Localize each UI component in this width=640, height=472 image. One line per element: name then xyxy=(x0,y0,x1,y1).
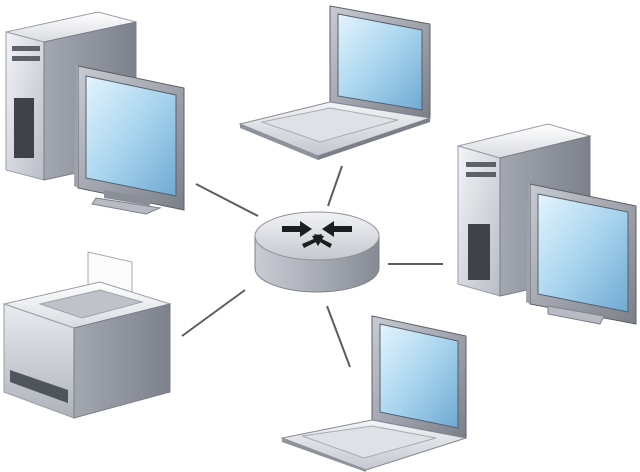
router-icon xyxy=(255,212,379,292)
laptop-icon xyxy=(282,316,466,472)
link-printer-left xyxy=(182,290,245,336)
desktop-computer-icon xyxy=(458,124,636,324)
desktop-computer-icon xyxy=(6,12,184,214)
laptop-icon xyxy=(240,6,430,160)
link-desktop-top-left xyxy=(196,184,258,216)
link-laptop-bottom xyxy=(327,306,350,367)
link-laptop-top xyxy=(328,166,342,206)
printer-icon xyxy=(4,252,170,418)
